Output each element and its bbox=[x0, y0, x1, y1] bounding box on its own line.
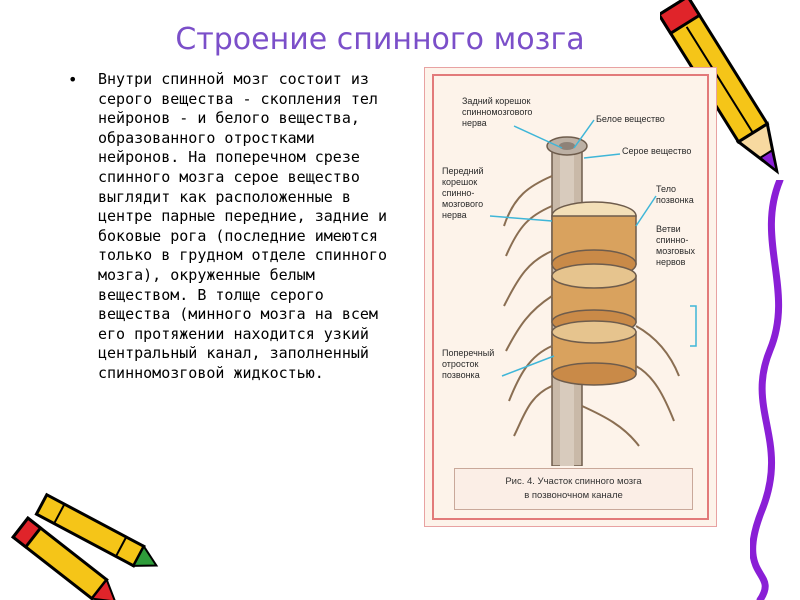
page-title: Строение спинного мозга bbox=[175, 22, 585, 57]
squiggle-line bbox=[750, 180, 784, 600]
label-vertebral-body: Тело позвонка bbox=[656, 184, 694, 205]
label-white-matter: Белое вещество bbox=[596, 114, 665, 124]
label-anterior-root: Передний корешок спинно- мозгового нерва bbox=[442, 166, 484, 220]
label-gray-matter: Серое вещество bbox=[622, 146, 692, 156]
figure-caption: Рис. 4. Участок спинного мозга в позвоно… bbox=[454, 468, 693, 510]
label-nerve-branches: Ветви спинно- мозговых нервов bbox=[656, 224, 696, 267]
bullet-marker: • bbox=[68, 70, 78, 89]
label-transverse-process: Поперечный отросток позвонка bbox=[442, 348, 495, 380]
label-posterior-root: Задний корешок спинномозгового нерва bbox=[462, 96, 533, 128]
body-paragraph: Внутри спинной мозг состоит из серого ве… bbox=[98, 70, 387, 382]
spinal-cord-figure: Задний корешок спинномозгового нерва Бел… bbox=[424, 67, 717, 527]
spinal-column-illustration bbox=[489, 119, 697, 466]
figure-frame: Задний корешок спинномозгового нерва Бел… bbox=[432, 74, 709, 520]
crayon-icon bbox=[11, 492, 159, 600]
vertebra-bottom bbox=[551, 320, 637, 386]
